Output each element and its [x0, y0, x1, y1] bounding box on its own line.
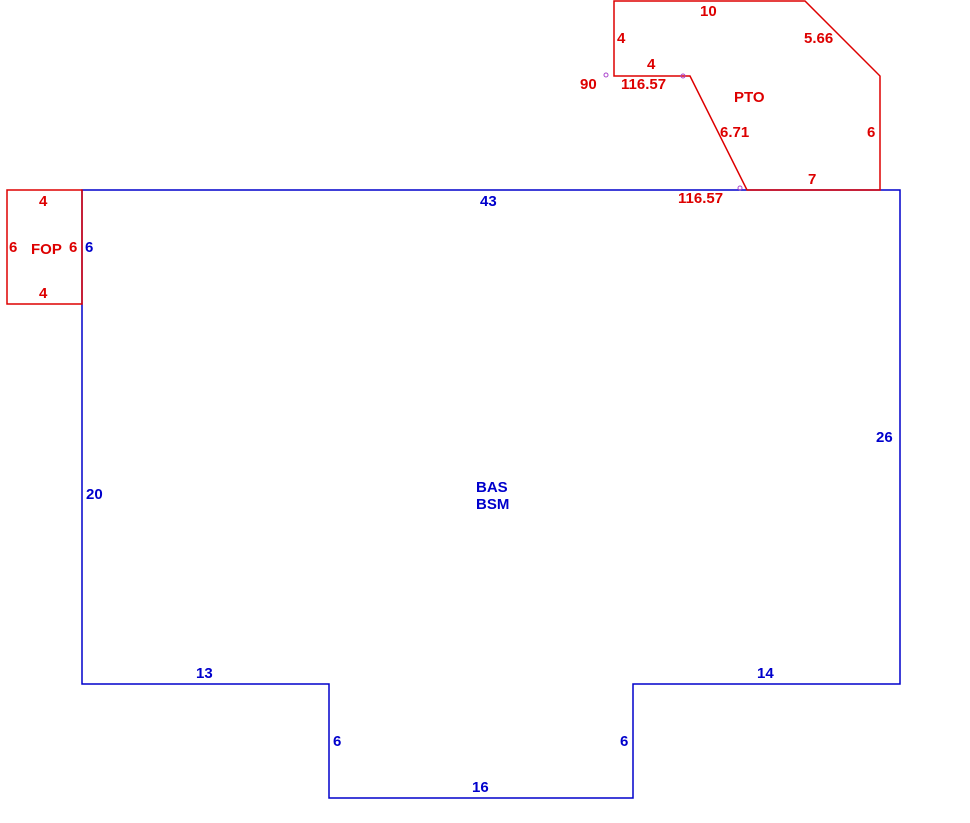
dim-bas-notch-bottom: 16 [472, 779, 489, 796]
dim-bas-notch-left: 6 [333, 733, 341, 750]
dim-fop-left: 6 [9, 239, 17, 256]
dim-bas-right: 26 [876, 429, 893, 446]
dim-bas-bottom-left: 13 [196, 665, 213, 682]
dim-bas-notch-right: 6 [620, 733, 628, 750]
area-name-fop: FOP [31, 241, 62, 258]
dim-bas-left-upper: 6 [85, 239, 93, 256]
pto-outline [613, 0, 881, 191]
dim-pto-diagonal-mid: 6.71 [720, 124, 749, 141]
vertex-marker-pto-bottom [737, 185, 743, 191]
dim-pto-angle-outer: 116.57 [678, 190, 723, 207]
dim-bas-top: 43 [480, 193, 497, 210]
dim-pto-diagonal-top: 5.66 [804, 30, 833, 47]
dim-pto-top: 10 [700, 3, 717, 20]
dim-bas-bottom-right: 14 [757, 665, 774, 682]
area-name-bas: BAS [476, 479, 508, 496]
bas-outline [81, 189, 901, 799]
dim-pto-bottom: 7 [808, 171, 816, 188]
dim-fop-right: 6 [69, 239, 77, 256]
fop-outline [6, 189, 83, 305]
dim-pto-angle-inner: 116.57 [621, 76, 666, 93]
dim-pto-left: 4 [617, 30, 626, 47]
dim-bas-left-lower: 20 [86, 486, 103, 503]
vertex-marker-pto-inner [680, 73, 686, 79]
area-name-bsm: BSM [476, 496, 509, 513]
area-name-pto: PTO [734, 89, 765, 106]
dim-fop-bottom: 4 [39, 285, 48, 302]
vertex-marker-pto-corner [603, 72, 609, 78]
dim-fop-top: 4 [39, 193, 48, 210]
dim-pto-angle-corner: 90 [580, 76, 597, 93]
dim-pto-inner-top: 4 [647, 56, 656, 73]
dim-pto-right: 6 [867, 124, 875, 141]
